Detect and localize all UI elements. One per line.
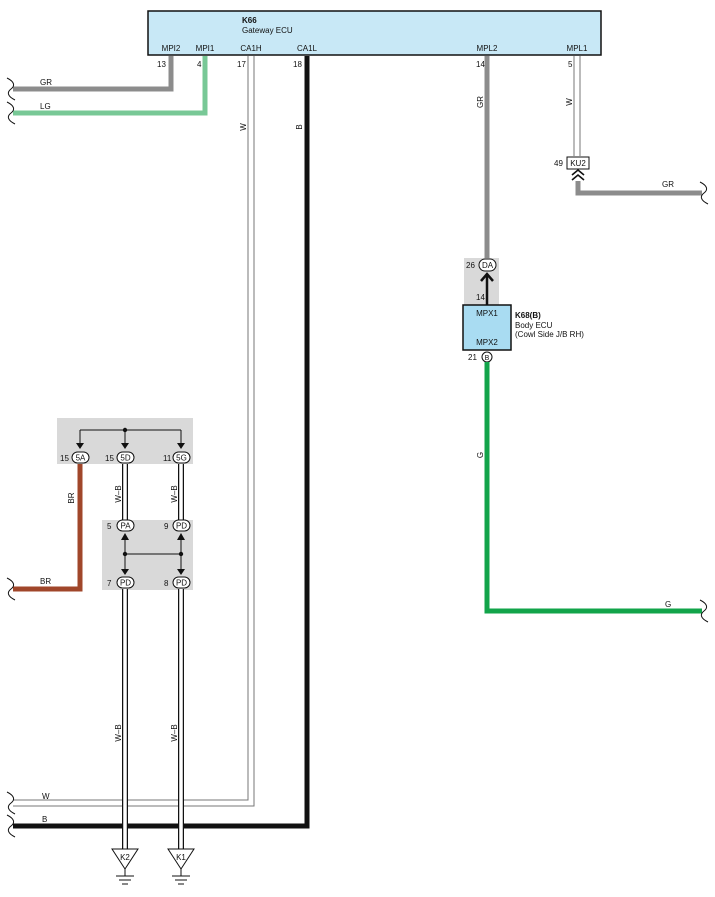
body-pin-num-top: 14 xyxy=(476,293,485,302)
pin-num-ca1h: 17 xyxy=(237,60,246,69)
pin-num-mpl1: 5 xyxy=(568,60,573,69)
connector-5g-num: 11 xyxy=(163,454,172,463)
ground-k2: K2 xyxy=(111,848,139,885)
connector-pd-9-label: PD xyxy=(176,522,187,531)
body-pin-mpx2: MPX2 xyxy=(476,338,498,347)
ground-k1-label: K1 xyxy=(176,853,186,862)
body-ecu-name: Body ECU xyxy=(515,321,553,330)
connector-5g: 5G xyxy=(172,451,191,464)
body-pin-mpx1: MPX1 xyxy=(476,309,498,318)
gateway-ecu-box: K66 Gateway ECU MPI2 MPI1 CA1H CA1L MPL2… xyxy=(147,10,602,56)
wire-label-gr-left: GR xyxy=(40,78,52,87)
pin-label-mpl1: MPL1 xyxy=(567,44,588,53)
connector-5d-num: 15 xyxy=(105,454,114,463)
gateway-id: K66 xyxy=(242,16,257,25)
connector-pd-8-num: 8 xyxy=(164,579,169,588)
connector-da-num: 26 xyxy=(466,261,475,270)
arrows-middle-up xyxy=(121,533,185,540)
body-ecu-id: K68(B) xyxy=(515,311,541,320)
connector-pd-8-label: PD xyxy=(176,579,187,588)
connector-5g-label: 5G xyxy=(176,454,187,463)
connector-pd-9: PD xyxy=(172,519,191,532)
pin-num-mpi2: 13 xyxy=(157,60,166,69)
junction-5d xyxy=(122,427,128,433)
wire-label-b-ca1l: B xyxy=(295,124,304,129)
connector-da: DA xyxy=(478,258,497,272)
junction-middle-right xyxy=(178,551,184,557)
wire-label-wb-k1: W–B xyxy=(170,724,179,741)
wire-w-ca1h xyxy=(13,56,255,807)
connector-pd-8: PD xyxy=(172,576,191,589)
wire-b-ca1l xyxy=(13,56,310,829)
da-chevron xyxy=(480,272,494,282)
wire-label-b-bottom: B xyxy=(42,815,47,824)
pin-label-ca1h: CA1H xyxy=(240,44,262,53)
connector-ku2-num: 49 xyxy=(554,159,563,168)
connector-ku2: KU2 xyxy=(566,156,590,170)
ku2-chevron xyxy=(571,168,585,181)
connector-pd-9-num: 9 xyxy=(164,522,169,531)
wire-lg-mpi1 xyxy=(13,56,208,116)
wire-gr-ku2 xyxy=(575,181,702,196)
ground-k1: K1 xyxy=(167,848,195,885)
connector-5a-label: 5A xyxy=(76,454,86,463)
connector-da-label: DA xyxy=(482,261,494,270)
pin-num-mpi1: 4 xyxy=(197,60,202,69)
pin-num-mpl2: 14 xyxy=(476,60,485,69)
wire-label-g-mpx2: G xyxy=(476,452,485,458)
wire-label-w-mpl1: W xyxy=(565,98,574,106)
wire-label-w-ca1h: W xyxy=(239,123,248,131)
connector-5a: 5A xyxy=(71,451,90,464)
wire-gr-mpi2 xyxy=(13,56,174,92)
gateway-name: Gateway ECU xyxy=(242,26,293,35)
wire-label-br-vert: BR xyxy=(67,492,76,503)
connector-pa: PA xyxy=(116,519,135,532)
connector-b: B xyxy=(481,351,493,363)
wire-g-mpx2 xyxy=(484,362,702,614)
wire-label-wb-k2: W–B xyxy=(114,724,123,741)
wire-label-br-left: BR xyxy=(40,577,51,586)
connector-ku2-label: KU2 xyxy=(570,159,586,168)
ground-k2-label: K2 xyxy=(120,853,130,862)
arrows-middle-down xyxy=(121,569,185,575)
wire-label-lg-left: LG xyxy=(40,102,51,111)
connector-5a-num: 15 xyxy=(60,454,69,463)
connector-pd-7-label: PD xyxy=(120,579,131,588)
connector-pa-label: PA xyxy=(120,522,131,531)
body-pin-num-bottom: 21 xyxy=(468,353,477,362)
connector-b-label: B xyxy=(485,355,490,362)
body-ecu-box: MPX1 MPX2 xyxy=(462,304,512,351)
wire-label-w-bottom: W xyxy=(42,792,50,801)
connector-pd-7: PD xyxy=(116,576,135,589)
connector-pa-num: 5 xyxy=(107,522,112,531)
wire-label-wb-5d: W–B xyxy=(114,485,123,502)
wire-label-wb-5g: W–B xyxy=(170,485,179,502)
pin-label-ca1l: CA1L xyxy=(297,44,318,53)
bus-top-left xyxy=(79,429,182,448)
connector-5d: 5D xyxy=(116,451,135,464)
pin-label-mpl2: MPL2 xyxy=(477,44,498,53)
wire-label-g-right: G xyxy=(665,600,671,609)
wire-br xyxy=(13,464,83,592)
pin-num-ca1l: 18 xyxy=(293,60,302,69)
wire-label-gr-mpl2: GR xyxy=(476,96,485,108)
pin-label-mpi1: MPI1 xyxy=(196,44,215,53)
junction-middle-left xyxy=(122,551,128,557)
connector-5d-label: 5D xyxy=(120,454,130,463)
connector-pd-7-num: 7 xyxy=(107,579,112,588)
pin-label-mpi2: MPI2 xyxy=(162,44,181,53)
body-ecu-location: (Cowl Side J/B RH) xyxy=(515,330,584,339)
wire-label-gr-ku2: GR xyxy=(662,180,674,189)
